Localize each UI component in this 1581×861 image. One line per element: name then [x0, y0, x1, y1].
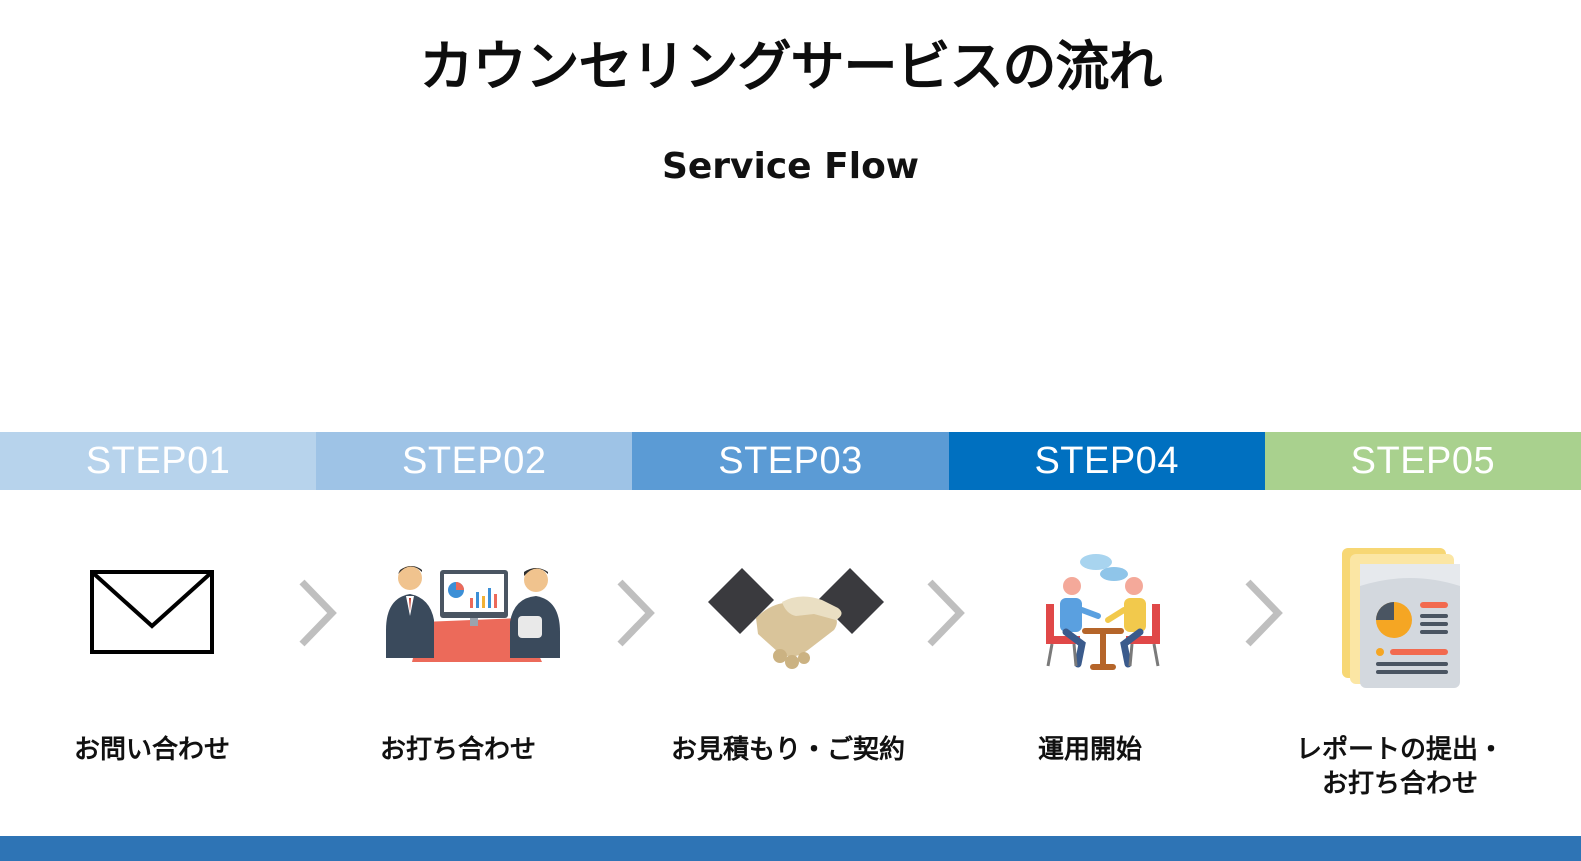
chevron-right-icon	[1244, 578, 1284, 648]
meeting-presentation-icon	[372, 540, 572, 690]
page-subtitle: Service Flow	[661, 146, 920, 187]
chevron-right-icon	[616, 578, 656, 648]
step-tab-05: STEP05	[1264, 432, 1581, 490]
step-tab-01: STEP01	[0, 432, 317, 490]
step-label-04: 運用開始	[1037, 735, 1142, 765]
step-bar: STEP01 STEP02 STEP03 STEP04 STEP05	[0, 432, 1581, 490]
chevron-right-icon	[298, 578, 338, 648]
envelope-icon	[52, 540, 252, 690]
step-label-05: レポートの提出・ お打ち合わせ	[1250, 733, 1550, 801]
team-discussion-icon	[1002, 540, 1202, 690]
step-tab-02: STEP02	[316, 432, 633, 490]
chevron-right-icon	[926, 578, 966, 648]
report-document-icon	[1300, 540, 1500, 690]
page-title: カウンセリングサービスの流れ	[419, 35, 1163, 98]
step-label-01: お問い合わせ	[73, 735, 230, 765]
step-tab-04: STEP04	[948, 432, 1265, 490]
step-label-02: お打ち合わせ	[379, 735, 536, 765]
step-label-03: お見積もり・ご契約	[670, 735, 905, 765]
step-label-05-line1: レポートの提出・	[1295, 735, 1504, 765]
footer-bar	[0, 836, 1581, 861]
step-label-05-line2: お打ち合わせ	[1321, 769, 1478, 799]
handshake-icon	[696, 540, 896, 690]
step-tab-03: STEP03	[632, 432, 949, 490]
